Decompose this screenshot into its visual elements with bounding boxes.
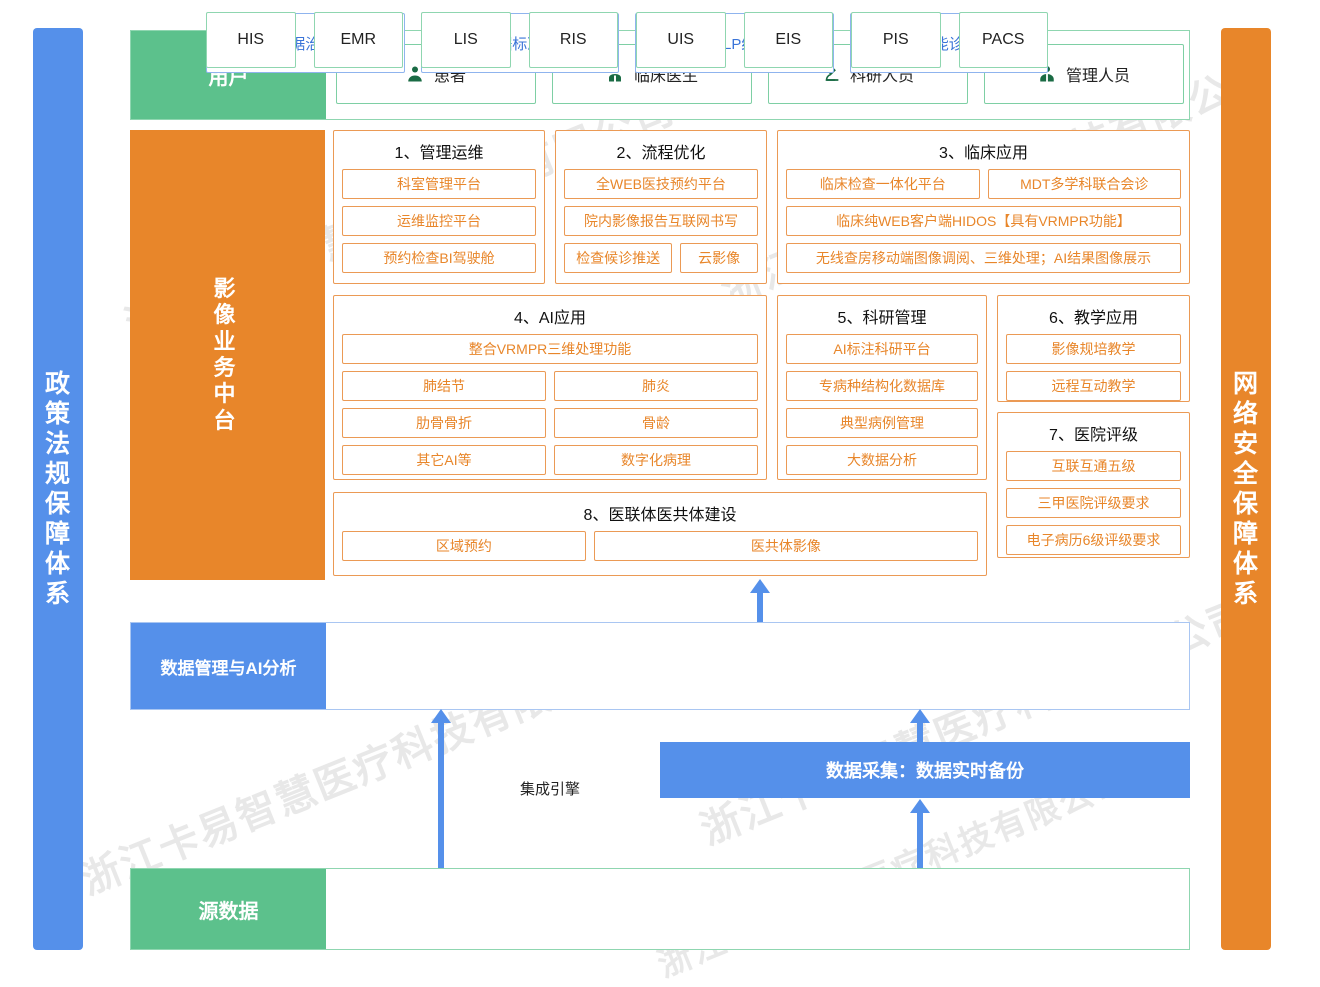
integration-engine-label: 集成引擎: [519, 781, 580, 798]
chip-item[interactable]: 肺结节: [342, 371, 546, 401]
section-title: 8、医联体医共体建设: [583, 507, 737, 524]
source-card-ris[interactable]: RIS: [528, 12, 618, 68]
section-6-teaching-application: 6、教学应用 影像规培教学 远程互动教学: [997, 295, 1190, 402]
source-card-list: HIS EMR LIS RIS UIS EIS PIS PACS: [206, 12, 1048, 68]
chip-row: 肺结节 肺炎: [342, 371, 758, 401]
section-title: 2、流程优化: [616, 145, 706, 162]
data-collection-bar: 数据采集：数据实时备份: [660, 742, 1190, 798]
chip-item[interactable]: 骨龄: [554, 408, 758, 438]
chip-item[interactable]: 远程互动教学: [1006, 371, 1181, 401]
source-card-emr[interactable]: EMR: [313, 12, 403, 68]
chip-item[interactable]: AI标注科研平台: [786, 334, 978, 364]
chip-item[interactable]: 全WEB医技预约平台: [564, 169, 758, 199]
chip-row: 区域预约 医共体影像: [342, 531, 978, 561]
arrow-data-to-platform: [750, 579, 770, 622]
chip-item[interactable]: 院内影像报告互联网书写: [564, 206, 758, 236]
section-title: 7、医院评级: [1049, 427, 1138, 444]
source-data-label: 源数据: [131, 869, 326, 949]
data-management-row: 数据管理与AI分析: [130, 622, 1190, 710]
section-7-hospital-rating: 7、医院评级 互联互通五级 三甲医院评级要求 电子病历6级评级要求: [997, 412, 1190, 558]
chip-item[interactable]: 大数据分析: [786, 445, 978, 475]
chip-item[interactable]: 检查候诊推送: [564, 243, 673, 273]
chip-row: 其它AI等 数字化病理: [342, 445, 758, 475]
chip-item[interactable]: 临床纯WEB客户端HIDOS【具有VRMPR功能】: [786, 206, 1181, 236]
section-5-research-management: 5、科研管理 AI标注科研平台 专病种结构化数据库 典型病例管理 大数据分析: [777, 295, 987, 480]
source-card-pis[interactable]: PIS: [851, 12, 941, 68]
patient-icon: [406, 65, 424, 83]
imaging-platform-label: 影像业务中台: [130, 130, 325, 580]
arrow-collect-to-data: [910, 709, 930, 742]
chip-item[interactable]: 专病种结构化数据库: [786, 371, 978, 401]
imaging-platform-text: 影像业务中台: [213, 275, 236, 433]
section-title: 4、AI应用: [513, 310, 587, 327]
source-card-eis[interactable]: EIS: [743, 12, 833, 68]
section-title: 5、科研管理: [837, 310, 927, 327]
policy-regulation-label: 政策法规保障体系: [45, 370, 72, 608]
arrow-source-to-collect: [910, 799, 930, 868]
source-card-pacs[interactable]: PACS: [958, 12, 1048, 68]
chip-item[interactable]: 影像规培教学: [1006, 334, 1181, 364]
chip-item[interactable]: 医共体影像: [593, 531, 978, 561]
chip-item[interactable]: 临床检查一体化平台: [786, 169, 980, 199]
policy-regulation-sidebar: 政策法规保障体系: [33, 28, 83, 950]
section-8-medical-alliance: 8、医联体医共体建设 区域预约 医共体影像: [333, 492, 987, 576]
chip-item[interactable]: 肺炎: [554, 371, 758, 401]
chip-row: 临床检查一体化平台 MDT多学科联合会诊: [786, 169, 1181, 199]
chip-item[interactable]: 肋骨骨折: [342, 408, 546, 438]
chip-item[interactable]: 典型病例管理: [786, 408, 978, 438]
chip-row: 检查候诊推送 云影像: [564, 243, 758, 273]
chip-item[interactable]: 区域预约: [342, 531, 586, 561]
chip-item[interactable]: 运维监控平台: [342, 206, 536, 236]
section-2-process-optimization: 2、流程优化 全WEB医技预约平台 院内影像报告互联网书写 检查候诊推送 云影像: [555, 130, 767, 284]
chip-item[interactable]: 其它AI等: [342, 445, 546, 475]
chip-item[interactable]: 电子病历6级评级要求: [1006, 525, 1181, 555]
chip-item[interactable]: 数字化病理: [554, 445, 758, 475]
arrow-source-to-data-left: [431, 709, 451, 868]
network-security-sidebar: 网络安全保障体系: [1221, 28, 1271, 950]
section-title: 3、临床应用: [939, 145, 1028, 162]
integration-zone: 数据采集：数据实时备份 集成引擎: [130, 710, 1190, 870]
chip-row: 肋骨骨折 骨龄: [342, 408, 758, 438]
source-data-row: 源数据: [130, 868, 1190, 950]
chip-item[interactable]: 预约检查BI驾驶舱: [342, 243, 536, 273]
source-card-his[interactable]: HIS: [206, 12, 296, 68]
platform-sections: 1、管理运维 科室管理平台 运维监控平台 预约检查BI驾驶舱 2、流程优化 全W…: [333, 130, 1190, 580]
source-card-lis[interactable]: LIS: [421, 12, 511, 68]
section-title: 1、管理运维: [394, 145, 484, 162]
imaging-platform-row: 影像业务中台 1、管理运维 科室管理平台 运维监控平台 预约检查BI驾驶舱 2、…: [130, 130, 1190, 580]
chip-item[interactable]: 三甲医院评级要求: [1006, 488, 1181, 518]
source-card-uis[interactable]: UIS: [636, 12, 726, 68]
section-title: 6、教学应用: [1049, 310, 1138, 327]
chip-item[interactable]: MDT多学科联合会诊: [987, 169, 1181, 199]
section-3-clinical-application: 3、临床应用 临床检查一体化平台 MDT多学科联合会诊 临床纯WEB客户端HID…: [777, 130, 1190, 284]
network-security-label: 网络安全保障体系: [1233, 370, 1260, 608]
chip-item[interactable]: 互联互通五级: [1006, 451, 1181, 481]
data-management-label: 数据管理与AI分析: [131, 623, 326, 709]
chip-item[interactable]: 无线查房移动端图像调阅、三维处理；AI结果图像展示: [786, 243, 1181, 273]
section-1-management-ops: 1、管理运维 科室管理平台 运维监控平台 预约检查BI驾驶舱: [333, 130, 545, 284]
user-card-label: 管理人员: [1065, 68, 1130, 85]
chip-item[interactable]: 科室管理平台: [342, 169, 536, 199]
chip-item[interactable]: 整合VRMPR三维处理功能: [342, 334, 758, 364]
section-4-ai-application: 4、AI应用 整合VRMPR三维处理功能 肺结节 肺炎 肋骨骨折 骨龄 其它AI…: [333, 295, 767, 480]
chip-item[interactable]: 云影像: [680, 243, 758, 273]
